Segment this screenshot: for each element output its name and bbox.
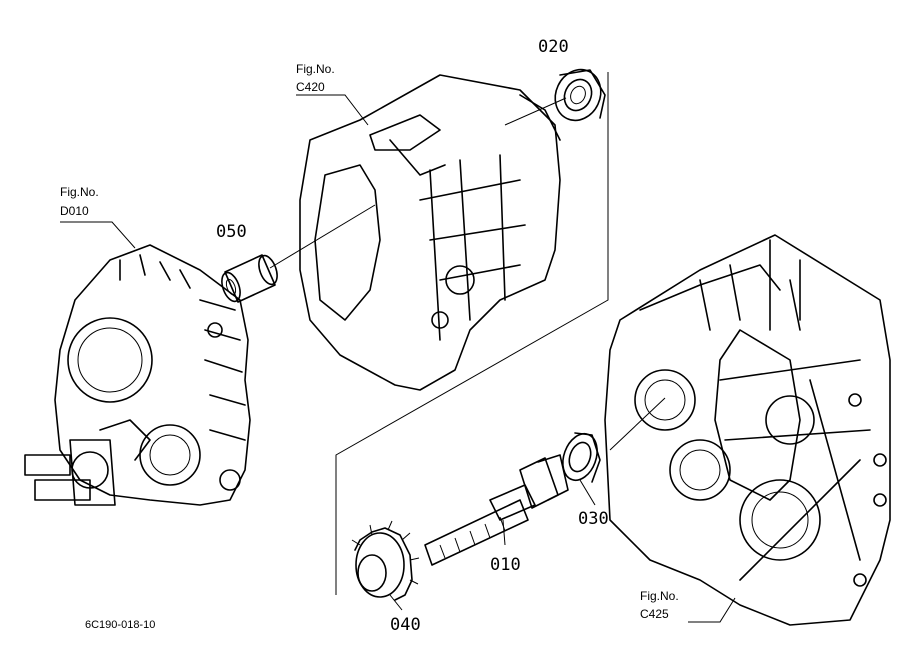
part-label-030: 030 [578, 509, 609, 529]
fig-label-c420: Fig.No. [296, 62, 335, 76]
collar-050 [221, 254, 278, 303]
housing-c425 [604, 234, 891, 626]
fig-number-c420: C420 [296, 80, 325, 94]
gear-040 [351, 520, 420, 601]
fig-number-d010: D010 [60, 204, 89, 218]
shaft-010 [424, 454, 569, 566]
housing-d010 [24, 244, 251, 506]
drawing-code: 6C190-018-10 [85, 619, 155, 631]
part-label-020: 020 [538, 37, 569, 57]
leader-lines [60, 72, 736, 623]
part-label-040: 040 [390, 615, 421, 635]
fig-label-c425: Fig.No. [640, 589, 679, 603]
part-label-010: 010 [490, 555, 521, 575]
fig-label-d010: Fig.No. [60, 185, 99, 199]
part-label-050: 050 [216, 222, 247, 242]
bearing-020 [554, 68, 606, 122]
fig-number-c425: C425 [640, 607, 669, 621]
bearing-030 [562, 432, 601, 483]
housing-c420 [299, 74, 561, 391]
